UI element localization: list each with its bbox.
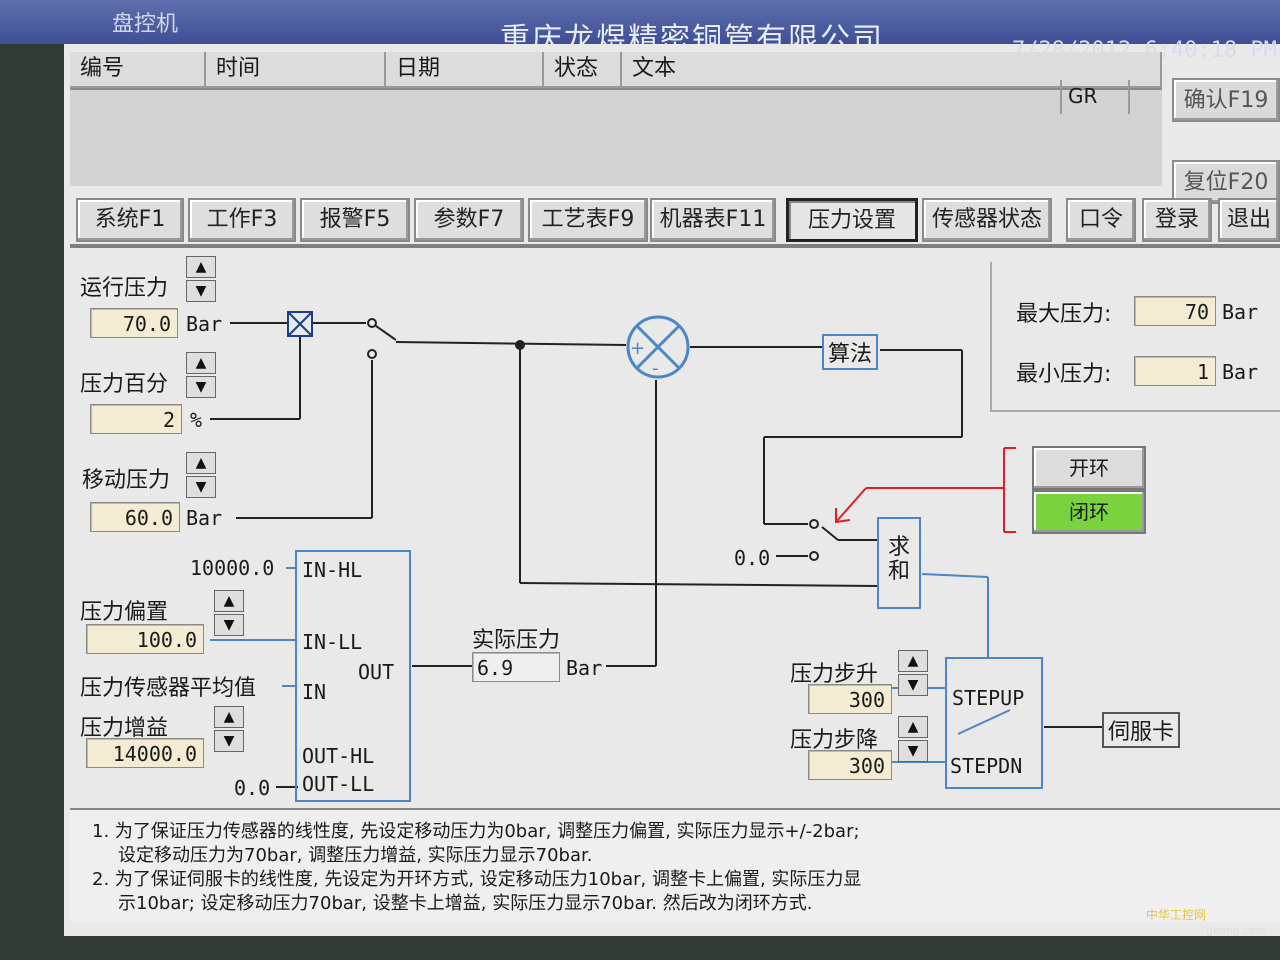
increment-icon[interactable]: ▲ xyxy=(898,716,928,738)
port-out-hl: OUT-HL xyxy=(302,744,375,768)
decrement-icon[interactable]: ▼ xyxy=(898,740,928,762)
move-pressure-stepper[interactable]: ▲▼ xyxy=(186,452,218,500)
pressure-percent-stepper[interactable]: ▲▼ xyxy=(186,352,218,400)
pressure-offset-field[interactable]: 100.0 xyxy=(86,624,204,654)
reset-button[interactable]: 复位F20 xyxy=(1172,160,1280,204)
tab-alarm[interactable]: 报警F5 xyxy=(300,198,410,242)
watermark-logo-text: 中华工控网 xyxy=(1146,908,1207,922)
gr-label: GR xyxy=(1060,80,1130,114)
app-name: 盘控机 xyxy=(112,12,179,37)
tab-system[interactable]: 系统F1 xyxy=(76,198,184,242)
tab-work[interactable]: 工作F3 xyxy=(188,198,296,242)
port-in: IN xyxy=(302,680,327,704)
min-pressure-label: 最小压力: xyxy=(1016,362,1112,387)
actual-pressure-unit: Bar xyxy=(566,656,603,680)
step-down-label: 压力步降 xyxy=(790,728,879,753)
tab-logout[interactable]: 退出 xyxy=(1218,198,1280,242)
tab-sensor-status[interactable]: 传感器状态 xyxy=(922,198,1052,242)
sensor-average-label: 压力传感器平均值 xyxy=(80,676,257,701)
actual-pressure-label: 实际压力 xyxy=(472,628,561,653)
pressure-limits-panel xyxy=(990,262,1280,412)
increment-icon[interactable]: ▲ xyxy=(186,352,216,374)
pressure-gain-field[interactable]: 14000.0 xyxy=(86,738,204,768)
port-out-ll: OUT-LL xyxy=(302,772,375,796)
max-pressure-label: 最大压力: xyxy=(1016,302,1112,327)
title-bar xyxy=(0,0,1280,44)
max-pressure-unit: Bar xyxy=(1222,300,1259,324)
tab-divider xyxy=(70,244,1280,248)
pressure-gain-stepper[interactable]: ▲▼ xyxy=(214,706,246,754)
max-pressure-field[interactable]: 70 xyxy=(1134,296,1216,326)
pressure-percent-label: 压力百分 xyxy=(80,372,169,397)
pressure-percent-field[interactable]: 2 xyxy=(90,404,182,434)
step-up-stepper[interactable]: ▲▼ xyxy=(898,650,930,698)
column-header-status: 状态 xyxy=(544,52,622,88)
column-header-time: 时间 xyxy=(206,52,386,88)
in-hl-value: 10000.0 xyxy=(190,556,275,580)
increment-icon[interactable]: ▲ xyxy=(214,590,244,612)
instructions-notes: 1. 为了保证压力传感器的线性度, 先设定移动压力为0bar, 调整压力偏置, … xyxy=(70,808,1280,922)
closed-loop-button[interactable]: 闭环 xyxy=(1032,490,1146,534)
note-line: 设定移动压力为70bar, 调整压力增益, 实际压力显示70bar. xyxy=(118,845,593,866)
step-down-field[interactable]: 300 xyxy=(808,750,892,780)
increment-icon[interactable]: ▲ xyxy=(898,650,928,672)
move-pressure-field[interactable]: 60.0 xyxy=(90,502,180,532)
tab-process-table[interactable]: 工艺表F9 xyxy=(528,198,648,242)
pressure-gain-label: 压力增益 xyxy=(80,716,169,741)
pressure-offset-stepper[interactable]: ▲▼ xyxy=(214,590,246,638)
port-out: OUT xyxy=(358,660,395,684)
tab-machine-table[interactable]: 机器表F11 xyxy=(650,198,776,242)
stepdn-port: STEPDN xyxy=(950,754,1023,778)
sum-block-label: 求和 xyxy=(888,535,911,584)
step-down-stepper[interactable]: ▲▼ xyxy=(898,716,930,764)
column-header-text: 文本 xyxy=(622,52,1162,88)
port-in-ll: IN-LL xyxy=(302,630,363,654)
run-pressure-label: 运行压力 xyxy=(80,276,169,301)
port-in-hl: IN-HL xyxy=(302,558,363,582)
increment-icon[interactable]: ▲ xyxy=(186,256,216,278)
open-loop-button[interactable]: 开环 xyxy=(1032,446,1146,490)
decrement-icon[interactable]: ▼ xyxy=(898,674,928,696)
increment-icon[interactable]: ▲ xyxy=(214,706,244,728)
run-pressure-unit: Bar xyxy=(186,312,223,336)
column-header-date: 日期 xyxy=(386,52,544,88)
move-pressure-unit: Bar xyxy=(186,506,223,530)
step-up-field[interactable]: 300 xyxy=(808,684,892,714)
alarm-list[interactable] xyxy=(70,88,1162,186)
pressure-offset-label: 压力偏置 xyxy=(80,600,169,625)
decrement-icon[interactable]: ▼ xyxy=(186,280,216,302)
confirm-button[interactable]: 确认F19 xyxy=(1172,78,1280,122)
tab-pressure-settings[interactable]: 压力设置 xyxy=(786,198,918,242)
decrement-icon[interactable]: ▼ xyxy=(214,614,244,636)
algorithm-block: 算法 xyxy=(822,334,879,370)
column-header-id: 编号 xyxy=(70,52,206,88)
min-pressure-field[interactable]: 1 xyxy=(1134,356,1216,386)
decrement-icon[interactable]: ▼ xyxy=(214,730,244,752)
note-line: 1. 为了保证压力传感器的线性度, 先设定移动压力为0bar, 调整压力偏置, … xyxy=(92,821,860,842)
stepup-port: STEPUP xyxy=(952,686,1025,710)
tab-parameters[interactable]: 参数F7 xyxy=(414,198,524,242)
step-up-label: 压力步升 xyxy=(790,662,879,687)
note-line: 示10bar; 设定移动压力70bar, 设整卡上增益, 实际压力显示70bar… xyxy=(118,893,813,914)
servo-card-block: 伺服卡 xyxy=(1102,712,1181,748)
zero-input-value: 0.0 xyxy=(734,546,771,570)
pressure-percent-unit: % xyxy=(190,408,203,432)
svg-text:+: + xyxy=(630,338,645,359)
decrement-icon[interactable]: ▼ xyxy=(186,376,216,398)
out-ll-value: 0.0 xyxy=(234,776,271,800)
note-line: 2. 为了保证伺服卡的线性度, 先设定为开环方式, 设定移动压力10bar, 调… xyxy=(92,869,862,890)
increment-icon[interactable]: ▲ xyxy=(186,452,216,474)
min-pressure-unit: Bar xyxy=(1222,360,1259,384)
watermark-url: gkong.com xyxy=(1206,924,1267,937)
tab-login[interactable]: 登录 xyxy=(1142,198,1212,242)
decrement-icon[interactable]: ▼ xyxy=(186,476,216,498)
actual-pressure-display: 6.9 xyxy=(472,652,560,682)
run-pressure-field[interactable]: 70.0 xyxy=(90,308,178,338)
svg-text:-: - xyxy=(652,358,659,379)
tab-password[interactable]: 口令 xyxy=(1066,198,1136,242)
run-pressure-stepper[interactable]: ▲▼ xyxy=(186,256,218,304)
move-pressure-label: 移动压力 xyxy=(82,468,171,493)
